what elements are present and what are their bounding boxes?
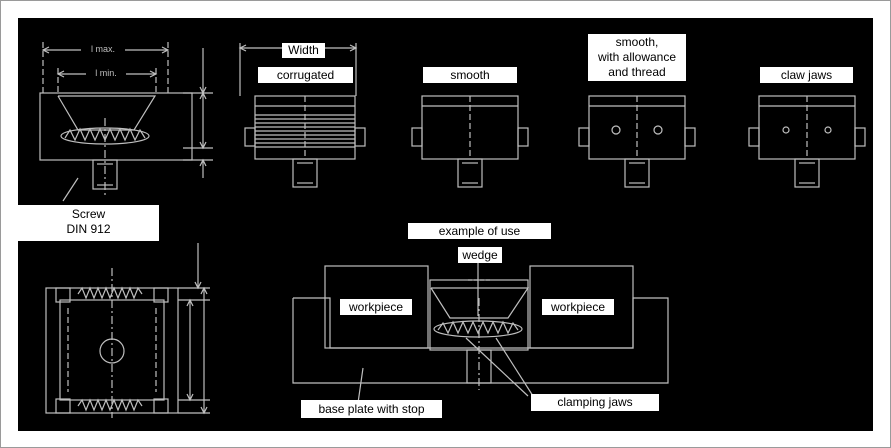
jaw-smooth [411, 95, 529, 188]
label-corrugated: corrugated [258, 67, 353, 83]
label-workpiece-left: workpiece [340, 299, 412, 315]
dimension-l-max-label: l max. [81, 44, 125, 55]
example-assembly [292, 258, 669, 404]
label-claw-jaws: claw jaws [760, 67, 853, 83]
label-clamping-jaws: clamping jaws [531, 394, 659, 411]
label-example-of-use: example of use [408, 223, 551, 239]
label-wedge: wedge [458, 247, 502, 263]
jaw-top-view [45, 243, 210, 418]
label-smooth-allowance-thread: smooth, with allowance and thread [588, 34, 686, 81]
dimension-l-min-label: l min. [86, 68, 126, 79]
technical-drawing [39, 42, 866, 418]
label-base-plate: base plate with stop [301, 400, 442, 418]
label-smooth: smooth [423, 67, 517, 83]
jaw-claw [748, 95, 866, 188]
jaw-corrugated [238, 43, 366, 188]
label-width: Width [282, 43, 325, 58]
jaw-smooth-thread [578, 95, 696, 188]
drawing-panel: l max. l min. Width corrugated smooth sm… [18, 18, 873, 431]
jaw-side-view [39, 42, 213, 202]
label-workpiece-right: workpiece [542, 299, 614, 315]
label-screw: Screw DIN 912 [18, 205, 159, 241]
